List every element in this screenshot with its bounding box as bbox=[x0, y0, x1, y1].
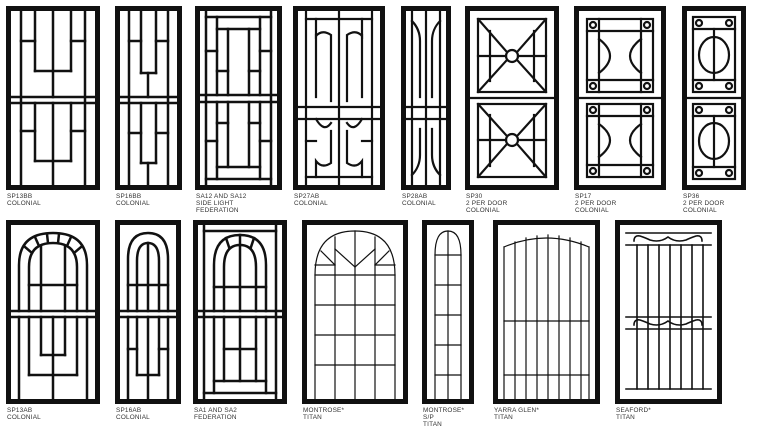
grille-pattern bbox=[198, 225, 282, 399]
door-montrose-sp bbox=[422, 220, 474, 404]
door-sp16ab bbox=[115, 220, 181, 404]
door-sp27ab bbox=[293, 6, 385, 190]
grille-pattern bbox=[120, 231, 176, 399]
grille-pattern bbox=[579, 17, 661, 179]
grille-pattern bbox=[314, 230, 396, 399]
door-sa1 bbox=[193, 220, 287, 404]
grille-pattern bbox=[687, 15, 741, 181]
door-sp28ab bbox=[401, 6, 451, 190]
grille-pattern bbox=[298, 11, 380, 185]
grille-pattern bbox=[120, 11, 177, 185]
door-sp13bb bbox=[6, 6, 100, 190]
door-sp30 bbox=[465, 6, 559, 190]
door-sp13ab bbox=[6, 220, 100, 404]
grille-pattern bbox=[470, 17, 554, 179]
grille-pattern bbox=[200, 11, 277, 185]
grille-pattern bbox=[11, 11, 95, 185]
grille-pattern bbox=[625, 232, 712, 390]
grille-pattern bbox=[406, 11, 446, 185]
door-sp36 bbox=[682, 6, 746, 190]
door-sp17 bbox=[574, 6, 666, 190]
door-sa12 bbox=[195, 6, 282, 190]
door-sp16bb bbox=[115, 6, 182, 190]
grille-pattern bbox=[434, 230, 462, 399]
door-yarra-glen bbox=[493, 220, 600, 404]
caption-seaford: SEAFORD*TITAN bbox=[616, 407, 651, 421]
caption-montrose: MONTROSE*TITAN bbox=[303, 407, 345, 421]
grille-pattern bbox=[11, 231, 95, 399]
door-montrose bbox=[302, 220, 408, 404]
door-seaford bbox=[615, 220, 722, 404]
caption-yarra-glen: YARRA GLEN*TITAN bbox=[494, 407, 540, 421]
grille-pattern bbox=[503, 234, 590, 399]
